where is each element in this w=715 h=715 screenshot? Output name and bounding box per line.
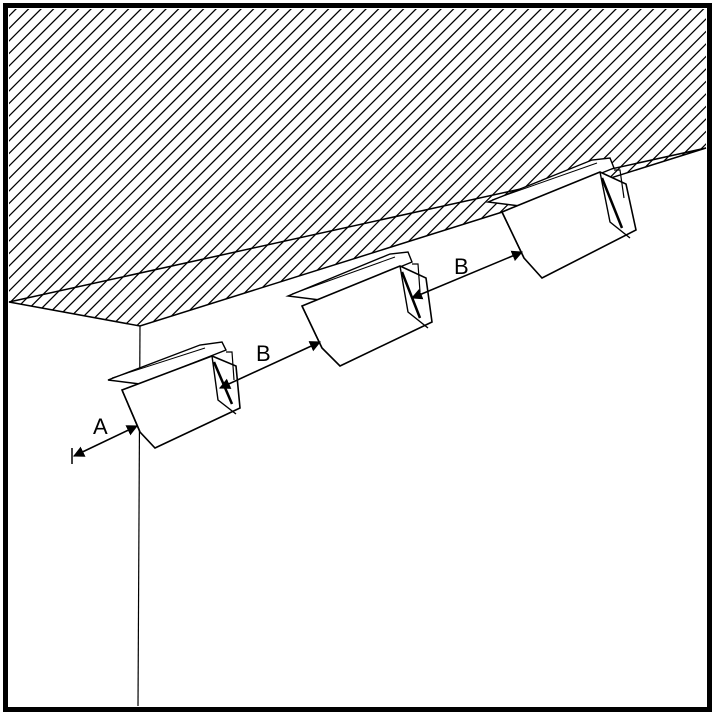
hatch-line — [9, 9, 706, 326]
hatch-line — [9, 9, 706, 326]
hatch-line — [9, 9, 706, 326]
hatch-line — [9, 9, 706, 326]
hatch-line — [24, 9, 706, 326]
hatch-line — [512, 9, 706, 326]
ceiling-outline — [8, 147, 707, 327]
hatch-line — [9, 9, 706, 326]
hatch-line — [9, 9, 706, 326]
hatch-line — [12, 9, 706, 326]
hatch-line — [112, 9, 706, 326]
hatch-line — [9, 9, 706, 326]
hatch-line — [462, 9, 706, 326]
heater-unit-3 — [485, 157, 637, 279]
hatch-line — [387, 9, 706, 326]
ceiling-hatch — [9, 9, 706, 326]
hatch-line — [9, 9, 706, 326]
hatch-line — [49, 9, 706, 326]
hatch-line — [9, 9, 701, 326]
hatch-line — [9, 9, 706, 326]
dimension-b1-label: B — [256, 341, 271, 366]
dimension-b2-arrow — [410, 250, 524, 300]
hatch-line — [612, 9, 706, 326]
hatch-line — [9, 9, 706, 326]
hatch-line — [9, 9, 706, 326]
hatch-line — [9, 9, 651, 326]
hatch-line — [9, 9, 501, 326]
hatch-line — [9, 9, 706, 326]
hatch-line — [9, 9, 488, 326]
hatch-line — [637, 9, 706, 326]
hatch-line — [124, 9, 706, 326]
hatch-line — [9, 9, 706, 326]
hatch-line — [9, 9, 706, 326]
hatch-line — [9, 9, 706, 326]
hatch-line — [9, 9, 663, 326]
hatch-line — [9, 9, 706, 326]
hatch-line — [487, 9, 706, 326]
hatch-line — [9, 9, 626, 326]
dimension-b1-arrow — [218, 341, 322, 389]
hatch-line — [9, 9, 706, 326]
hatch-line — [9, 9, 706, 326]
hatch-line — [137, 9, 706, 326]
hatch-line — [9, 9, 706, 326]
hatch-line — [9, 9, 706, 326]
hatch-line — [212, 9, 706, 326]
hatch-line — [9, 9, 563, 326]
dimension-a-arrow — [72, 425, 139, 457]
hatch-line — [9, 9, 576, 326]
hatch-line — [9, 9, 638, 326]
dimension-a-label: A — [93, 414, 108, 439]
hatch-line — [237, 9, 706, 326]
hatch-line — [9, 9, 706, 326]
hatch-line — [9, 9, 706, 326]
hatch-line — [9, 9, 476, 326]
heater-unit-1 — [107, 341, 241, 449]
hatch-line — [9, 9, 706, 326]
hatch-line — [9, 9, 706, 326]
hatch-line — [9, 9, 706, 326]
hatch-line — [74, 9, 706, 326]
heater-unit-2 — [285, 251, 433, 367]
hatch-line — [62, 9, 706, 326]
hatch-line — [99, 9, 706, 326]
hatch-line — [9, 9, 706, 326]
hatch-line — [9, 9, 706, 326]
hatch-line — [9, 9, 588, 326]
hatch-line — [87, 9, 706, 326]
hatch-line — [562, 9, 706, 326]
hatch-line — [437, 9, 706, 326]
hatch-line — [9, 9, 601, 326]
hatch-line — [362, 9, 706, 326]
dimension-b2-label: B — [454, 254, 469, 279]
hatch-line — [537, 9, 706, 326]
frame-border — [3, 3, 712, 712]
hatch-line — [37, 9, 706, 326]
hatch-line — [9, 9, 706, 326]
hatch-line — [9, 9, 706, 326]
hatch-line — [9, 9, 613, 326]
hatch-line — [9, 9, 676, 326]
hatch-line — [9, 9, 706, 326]
hatch-line — [9, 9, 688, 326]
hatch-line — [9, 9, 706, 326]
hatch-line — [9, 9, 706, 326]
